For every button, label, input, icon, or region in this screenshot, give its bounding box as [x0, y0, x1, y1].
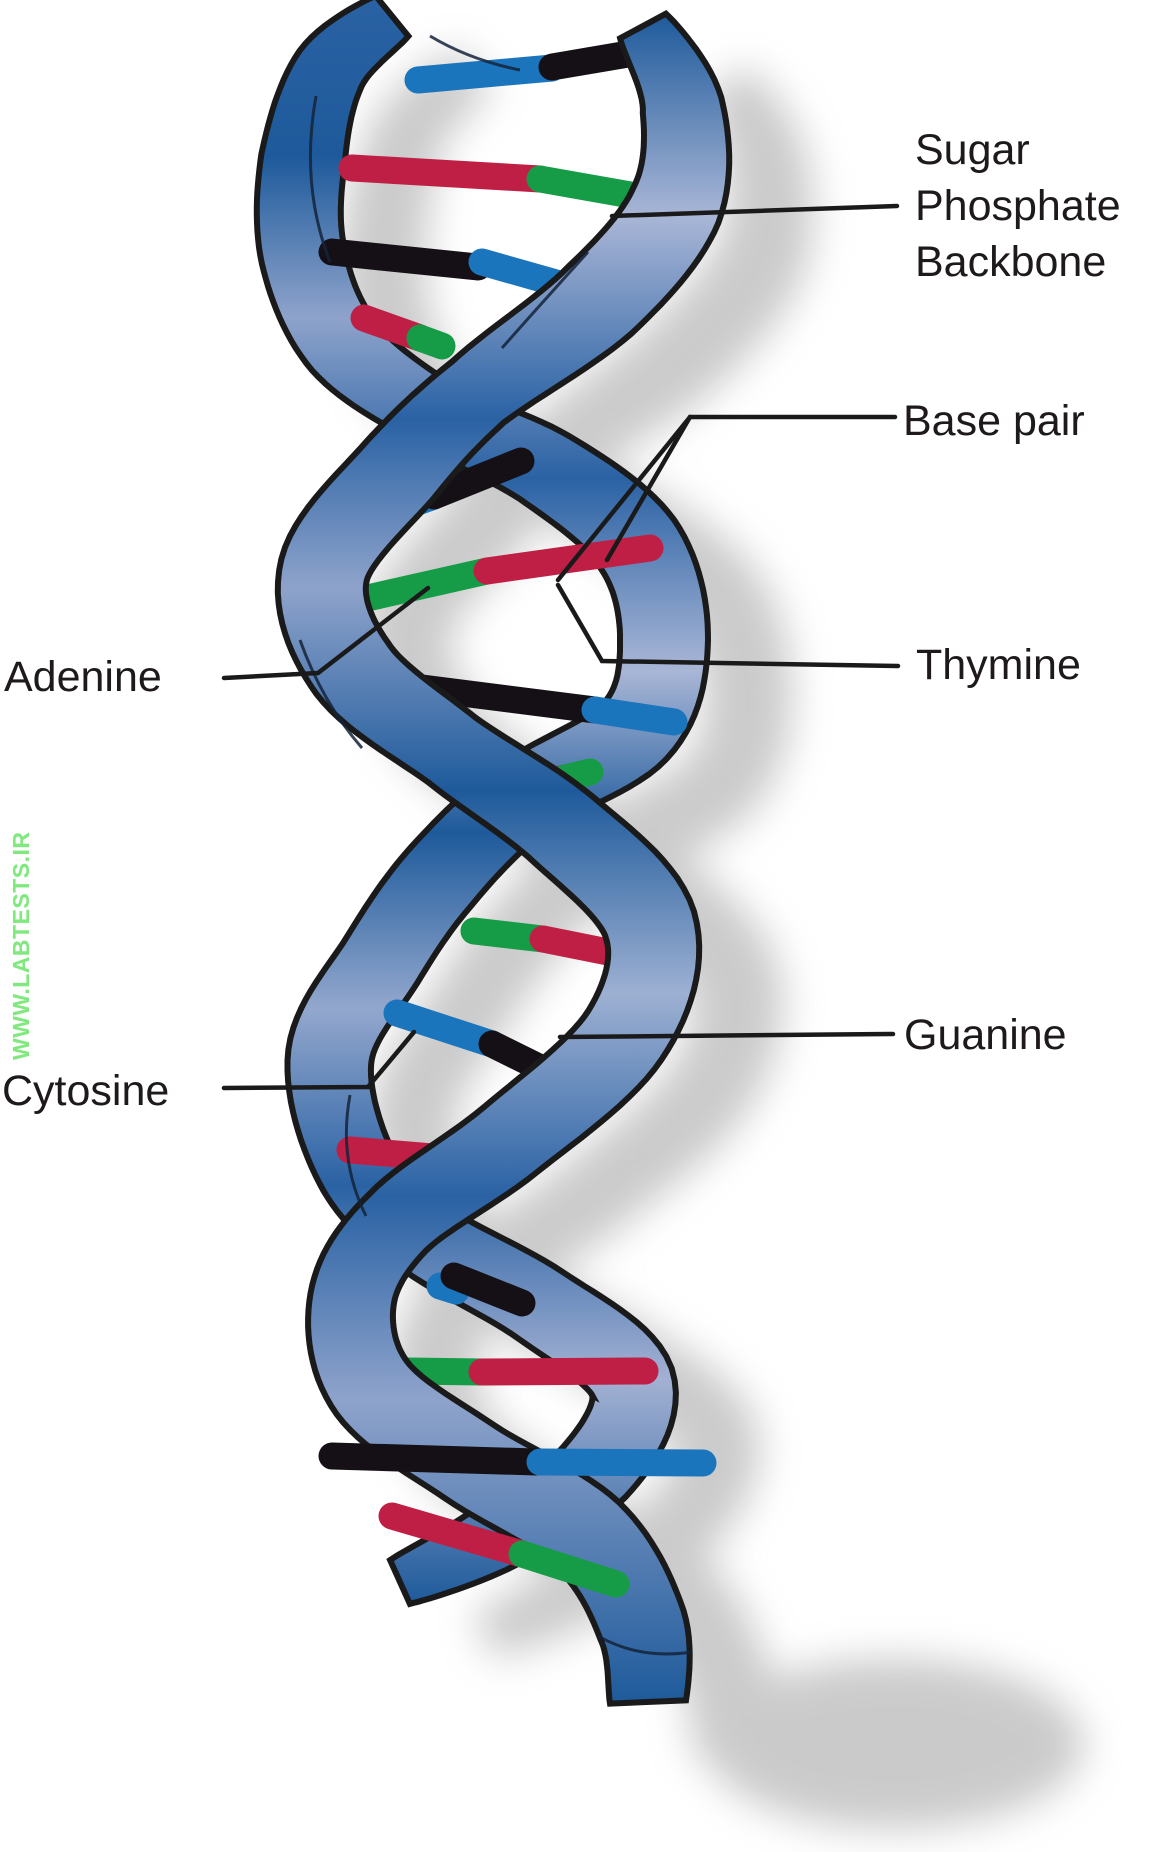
base-rod-G: [440, 1262, 536, 1317]
base-rod-C: [526, 1448, 717, 1477]
base-rod-G: [408, 674, 609, 724]
ribbon-crease-line: [500, 250, 590, 349]
leader-sugar-phosphate-backbone: [609, 203, 900, 219]
label-sugar-line2: Phosphate: [915, 182, 1121, 230]
ribbon-crease-line: [344, 1094, 368, 1217]
base-rod-A: [406, 324, 456, 360]
base-rod-G: [318, 238, 492, 281]
base-rod-C: [383, 999, 506, 1058]
base-rod-A: [508, 1540, 630, 1598]
label-sugar-line3: Backbone: [915, 238, 1107, 286]
leader-thymine: [555, 582, 901, 669]
ribbon-crease-line: [597, 1634, 693, 1656]
base-rod-T: [378, 1502, 536, 1568]
ribbon-crease-line: [429, 34, 521, 72]
base-rod-G: [318, 1442, 550, 1476]
label-adenine: Adenine: [4, 653, 162, 701]
backbone-ribbon-front: [274, 10, 733, 1707]
base-rod-A: [358, 557, 501, 611]
base-rod-G: [420, 447, 535, 510]
base-rod-C: [581, 696, 688, 736]
leader-cytosine: [221, 1029, 417, 1091]
ribbon-crease-line: [298, 639, 364, 749]
label-cytosine: Cytosine: [2, 1067, 170, 1115]
base-rod-T: [473, 534, 664, 585]
ribbon-crease-line: [308, 95, 332, 263]
leader-base-pair-branch: [555, 414, 693, 583]
base-rod-A: [526, 165, 650, 210]
base-rod-T: [468, 1357, 659, 1386]
watermark-text: WWW.LABTESTS.IR: [8, 831, 34, 1060]
base-pair-rungs-bottom: [318, 1442, 717, 1598]
leader-adenine: [221, 585, 431, 681]
label-guanine: Guanine: [904, 1011, 1067, 1059]
leader-guanine: [557, 1031, 896, 1040]
label-sugar-phosphate-backbone: Sugar Phosphate Backbone: [915, 122, 1121, 290]
label-sugar-line1: Sugar: [915, 126, 1030, 174]
label-base-pair: Base pair: [903, 397, 1085, 445]
base-rod-C: [404, 54, 566, 94]
base-rod-T: [338, 154, 554, 193]
label-thymine: Thymine: [916, 641, 1081, 689]
base-rod-C: [468, 248, 570, 297]
